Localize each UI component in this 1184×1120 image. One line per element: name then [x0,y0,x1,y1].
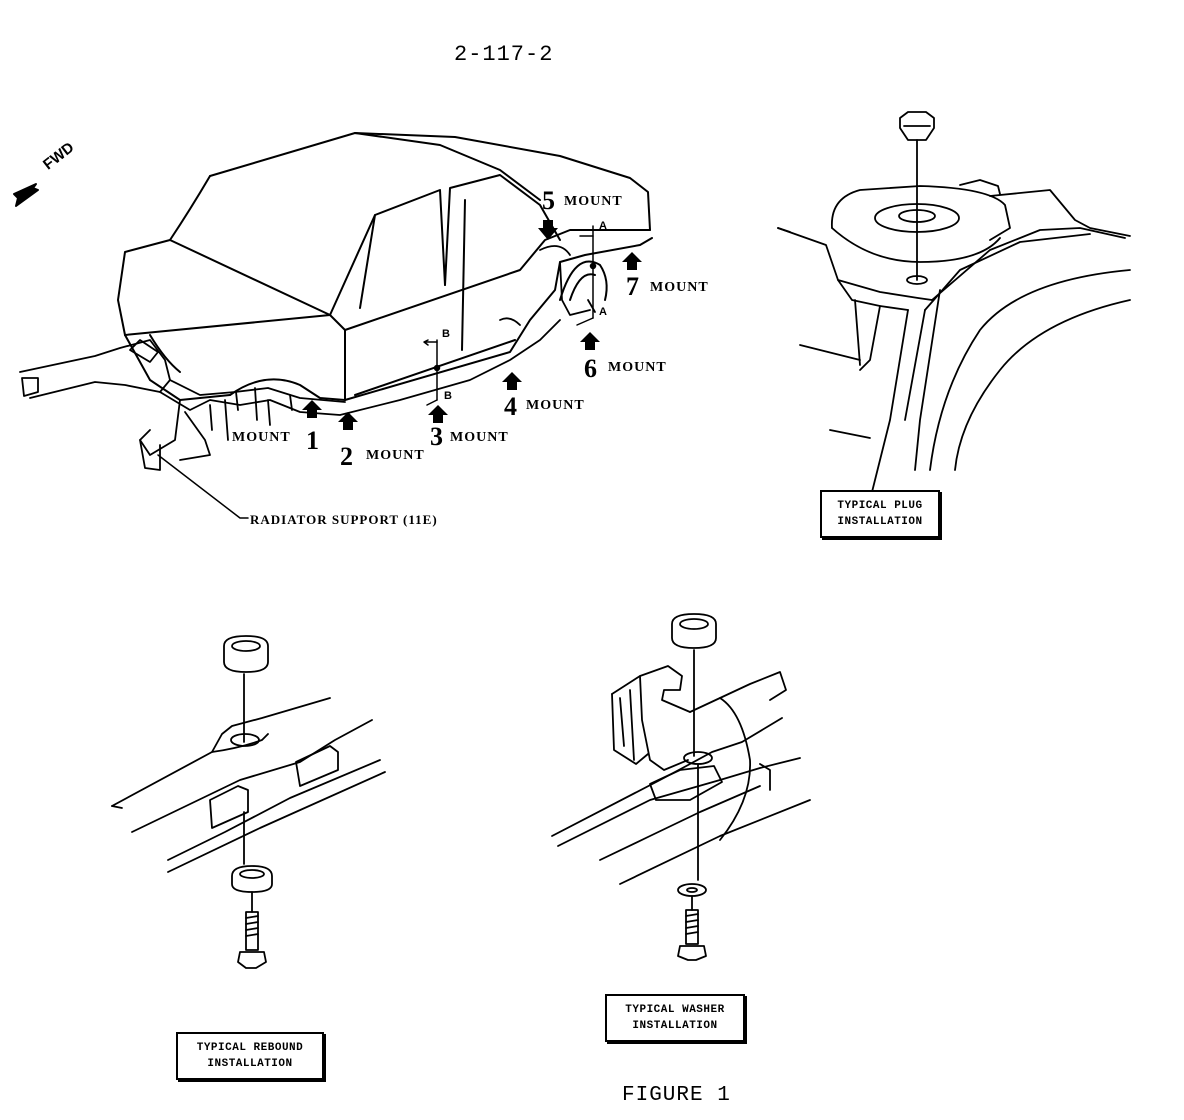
car-body-outline [117,132,653,401]
section-b-top-marker: B [442,328,450,340]
mount-4-label: MOUNT [526,398,585,413]
caption-rebound-line-1: TYPICAL REBOUND [196,1042,304,1054]
caption-washer-line-2: INSTALLATION [632,1020,718,1032]
caption-washer-installation: TYPICAL WASHER INSTALLATION [605,994,745,1042]
mount-1-label: MOUNT [232,430,291,445]
plug-installation-drawing [777,111,1131,501]
section-a-top-marker: A [599,220,607,232]
mount-6-label: MOUNT [608,360,667,375]
mount-1-number: 1 [306,426,319,455]
mount-2-label: MOUNT [366,448,425,463]
section-b-bottom-marker: B [444,390,452,402]
mount-1-arrow-icon [302,400,322,418]
caption-plug-line-2: INSTALLATION [837,516,923,528]
caption-washer-line-1: TYPICAL WASHER [625,1004,725,1016]
mount-5-arrow-icon [538,220,558,240]
mount-6-number: 6 [584,354,597,383]
mount-3-label: MOUNT [450,430,509,445]
radiator-support-label: RADIATOR SUPPORT (11E) [250,512,438,527]
mount-7-arrow-icon [622,252,642,270]
mount-7-number: 7 [626,272,639,301]
figure-label: FIGURE 1 [622,1084,731,1107]
mount-2-number: 2 [340,442,353,471]
mount-6-arrow-icon [580,332,600,350]
mount-5-number: 5 [542,186,555,215]
frame-rails [19,245,596,471]
section-a-bottom-marker: A [599,306,607,318]
mount-arrows [302,220,642,430]
mount-4-number: 4 [504,392,517,421]
section-lines [423,225,597,406]
caption-rebound-installation: TYPICAL REBOUND INSTALLATION [176,1032,324,1080]
mount-4-arrow-icon [502,372,522,390]
caption-rebound-line-2: INSTALLATION [207,1058,293,1070]
mount-7-label: MOUNT [650,280,709,295]
fwd-arrow-icon [13,183,39,207]
radiator-leader-line [157,454,249,519]
mount-2-arrow-icon [338,412,358,430]
caption-plug-installation: TYPICAL PLUG INSTALLATION [820,490,940,538]
mount-3-number: 3 [430,422,443,451]
mount-5-label: MOUNT [564,194,623,209]
rebound-installation-drawing [111,635,386,969]
mount-3-arrow-icon [428,405,448,423]
caption-plug-line-1: TYPICAL PLUG [837,500,923,512]
page-number: 2-117-2 [454,42,554,67]
washer-installation-drawing [551,613,811,961]
